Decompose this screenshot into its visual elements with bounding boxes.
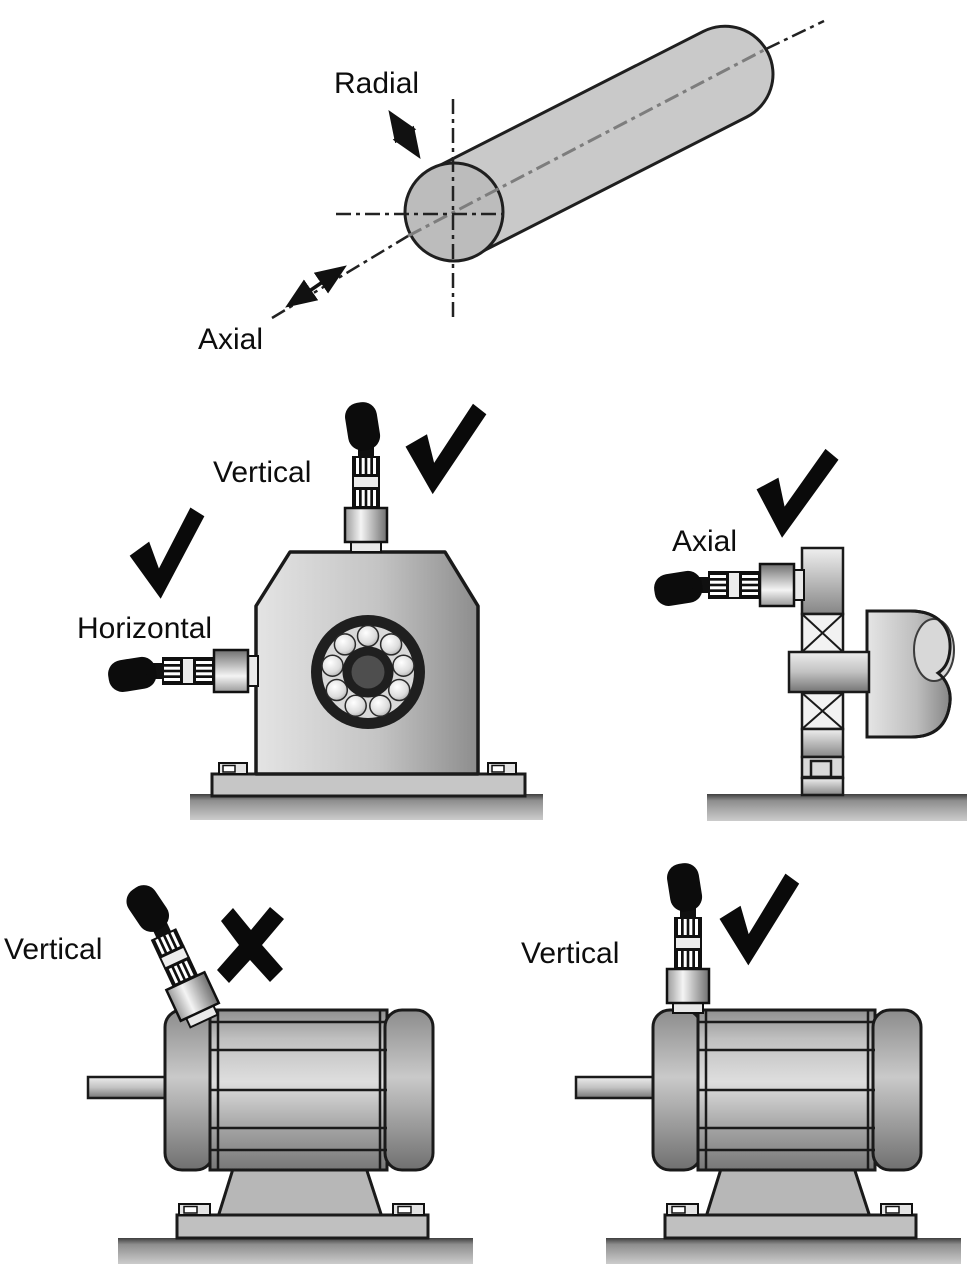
shaft-direction-figure: Radial Axial — [198, 19, 825, 356]
horizontal-label: Horizontal — [77, 612, 212, 645]
axial-sensor — [650, 562, 806, 610]
shaft — [787, 650, 871, 694]
horizontal-sensor — [104, 648, 260, 696]
vertical-label: Vertical — [213, 456, 311, 489]
vertical-label: Vertical — [521, 937, 619, 970]
flange-bolt-left — [218, 762, 248, 775]
motor-incorrect-figure: Vertical — [4, 872, 475, 1265]
bearing-housing-figure: Vertical Horizontal — [77, 393, 543, 820]
bearing-balls — [321, 624, 415, 718]
axial-arrow — [285, 265, 347, 308]
vertical-label: Vertical — [4, 933, 102, 966]
axial-label: Axial — [672, 525, 737, 558]
tilted-vertical-sensor — [117, 872, 225, 1033]
motor-assembly — [86, 1008, 475, 1265]
housing-base-flange — [210, 772, 527, 798]
checkmark-icon — [398, 393, 488, 501]
bearing-symbol-lower — [800, 691, 845, 731]
motor-assembly — [574, 1008, 963, 1265]
shaft-cylinder — [430, 24, 775, 257]
checkmark-icon — [747, 436, 841, 546]
x-mark-icon — [217, 907, 284, 983]
radial-arrow — [388, 110, 421, 159]
motor-correct-figure: Vertical — [521, 859, 963, 1265]
driven-machine — [865, 609, 955, 739]
checkmark-icon — [713, 865, 801, 971]
checkmark-icon — [126, 503, 205, 602]
flange-bolt-right — [487, 762, 517, 775]
axial-mount-figure: Axial — [650, 436, 967, 821]
axial-label: Axial — [198, 323, 263, 356]
vertical-sensor — [341, 398, 389, 554]
vertical-sensor — [663, 859, 711, 1015]
ground-bar — [707, 794, 967, 821]
radial-label: Radial — [334, 67, 419, 100]
bearing — [311, 615, 425, 729]
bearing-symbol-upper — [800, 612, 845, 654]
ground-bar — [190, 794, 543, 820]
